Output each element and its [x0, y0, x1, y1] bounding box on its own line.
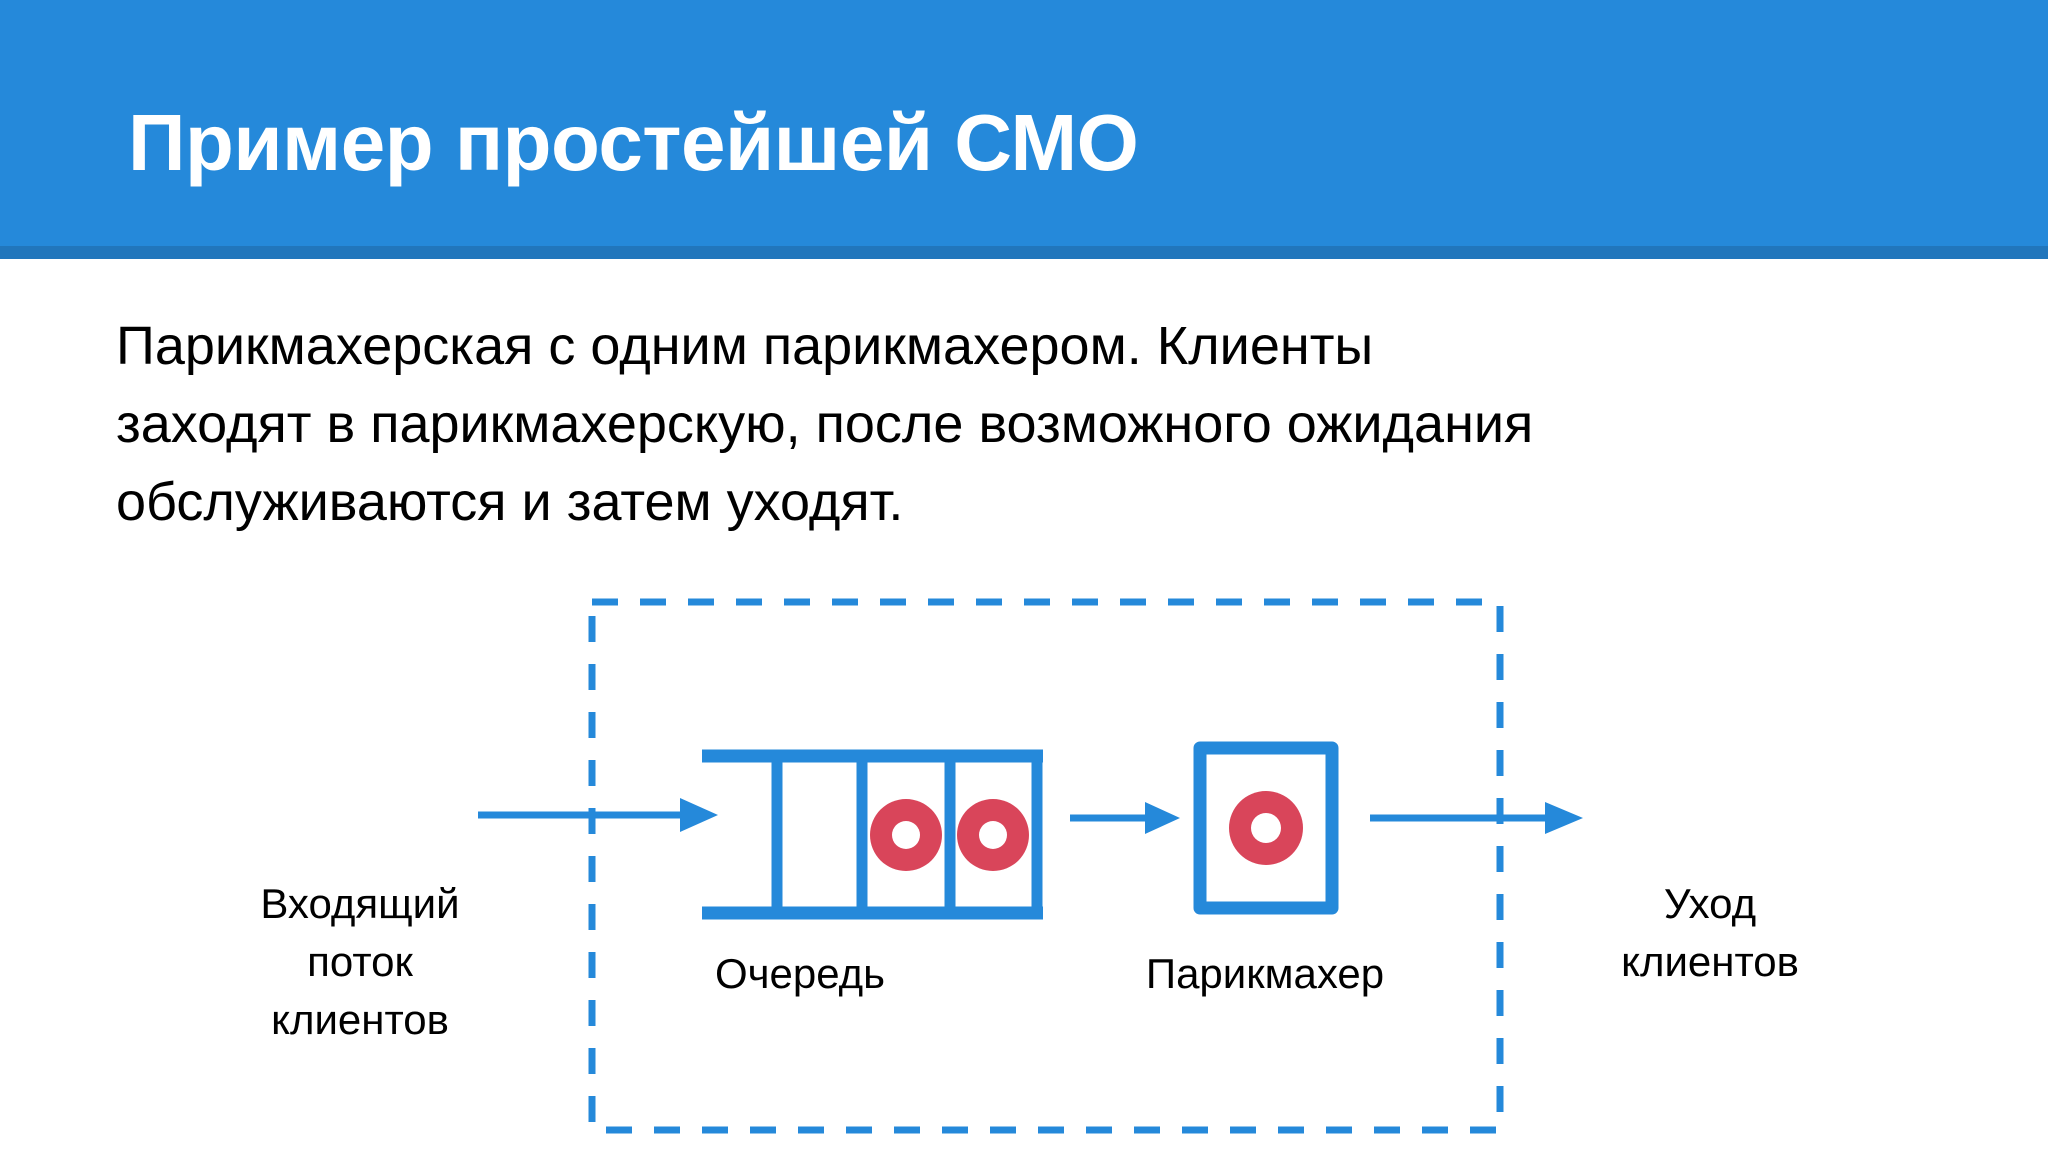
label-inflow-line-2: поток	[307, 938, 413, 985]
label-outflow-line-2: клиентов	[1621, 938, 1799, 985]
queue-client-token-1	[870, 799, 942, 871]
barber-server-box	[1193, 741, 1339, 915]
smo-diagram	[0, 560, 2048, 1152]
barber-client-token	[1229, 791, 1303, 865]
system-boundary-dashed-box	[588, 598, 1504, 1134]
queue-client-token-2	[957, 799, 1029, 871]
label-queue: Очередь	[714, 950, 886, 997]
arrival-arrow	[478, 798, 718, 832]
label-client-departure: Уход клиентов	[1520, 875, 1900, 991]
departure-arrow	[1370, 802, 1583, 834]
header-band	[0, 0, 2048, 246]
queue-structure	[702, 749, 1043, 920]
body-paragraph: Парикмахерская с одним парикмахером. Кли…	[116, 307, 1951, 541]
label-inflow-line-3: клиентов	[271, 996, 449, 1043]
header-underline-strip	[0, 246, 2048, 259]
paragraph-line-3: обслуживаются и затем уходят.	[116, 472, 904, 532]
service-arrow	[1070, 802, 1180, 834]
label-incoming-client-flow: Входящий поток клиентов	[190, 875, 530, 1049]
page-title: Пример простейшей СМО	[128, 98, 1139, 187]
paragraph-line-2: заходят в парикмахерскую, после возможно…	[116, 394, 1534, 454]
paragraph-line-1: Парикмахерская с одним парикмахером. Кли…	[116, 316, 1374, 376]
label-inflow-line-1: Входящий	[260, 880, 460, 927]
label-outflow-line-1: Уход	[1663, 880, 1757, 927]
label-barber: Парикмахер	[1145, 950, 1385, 997]
